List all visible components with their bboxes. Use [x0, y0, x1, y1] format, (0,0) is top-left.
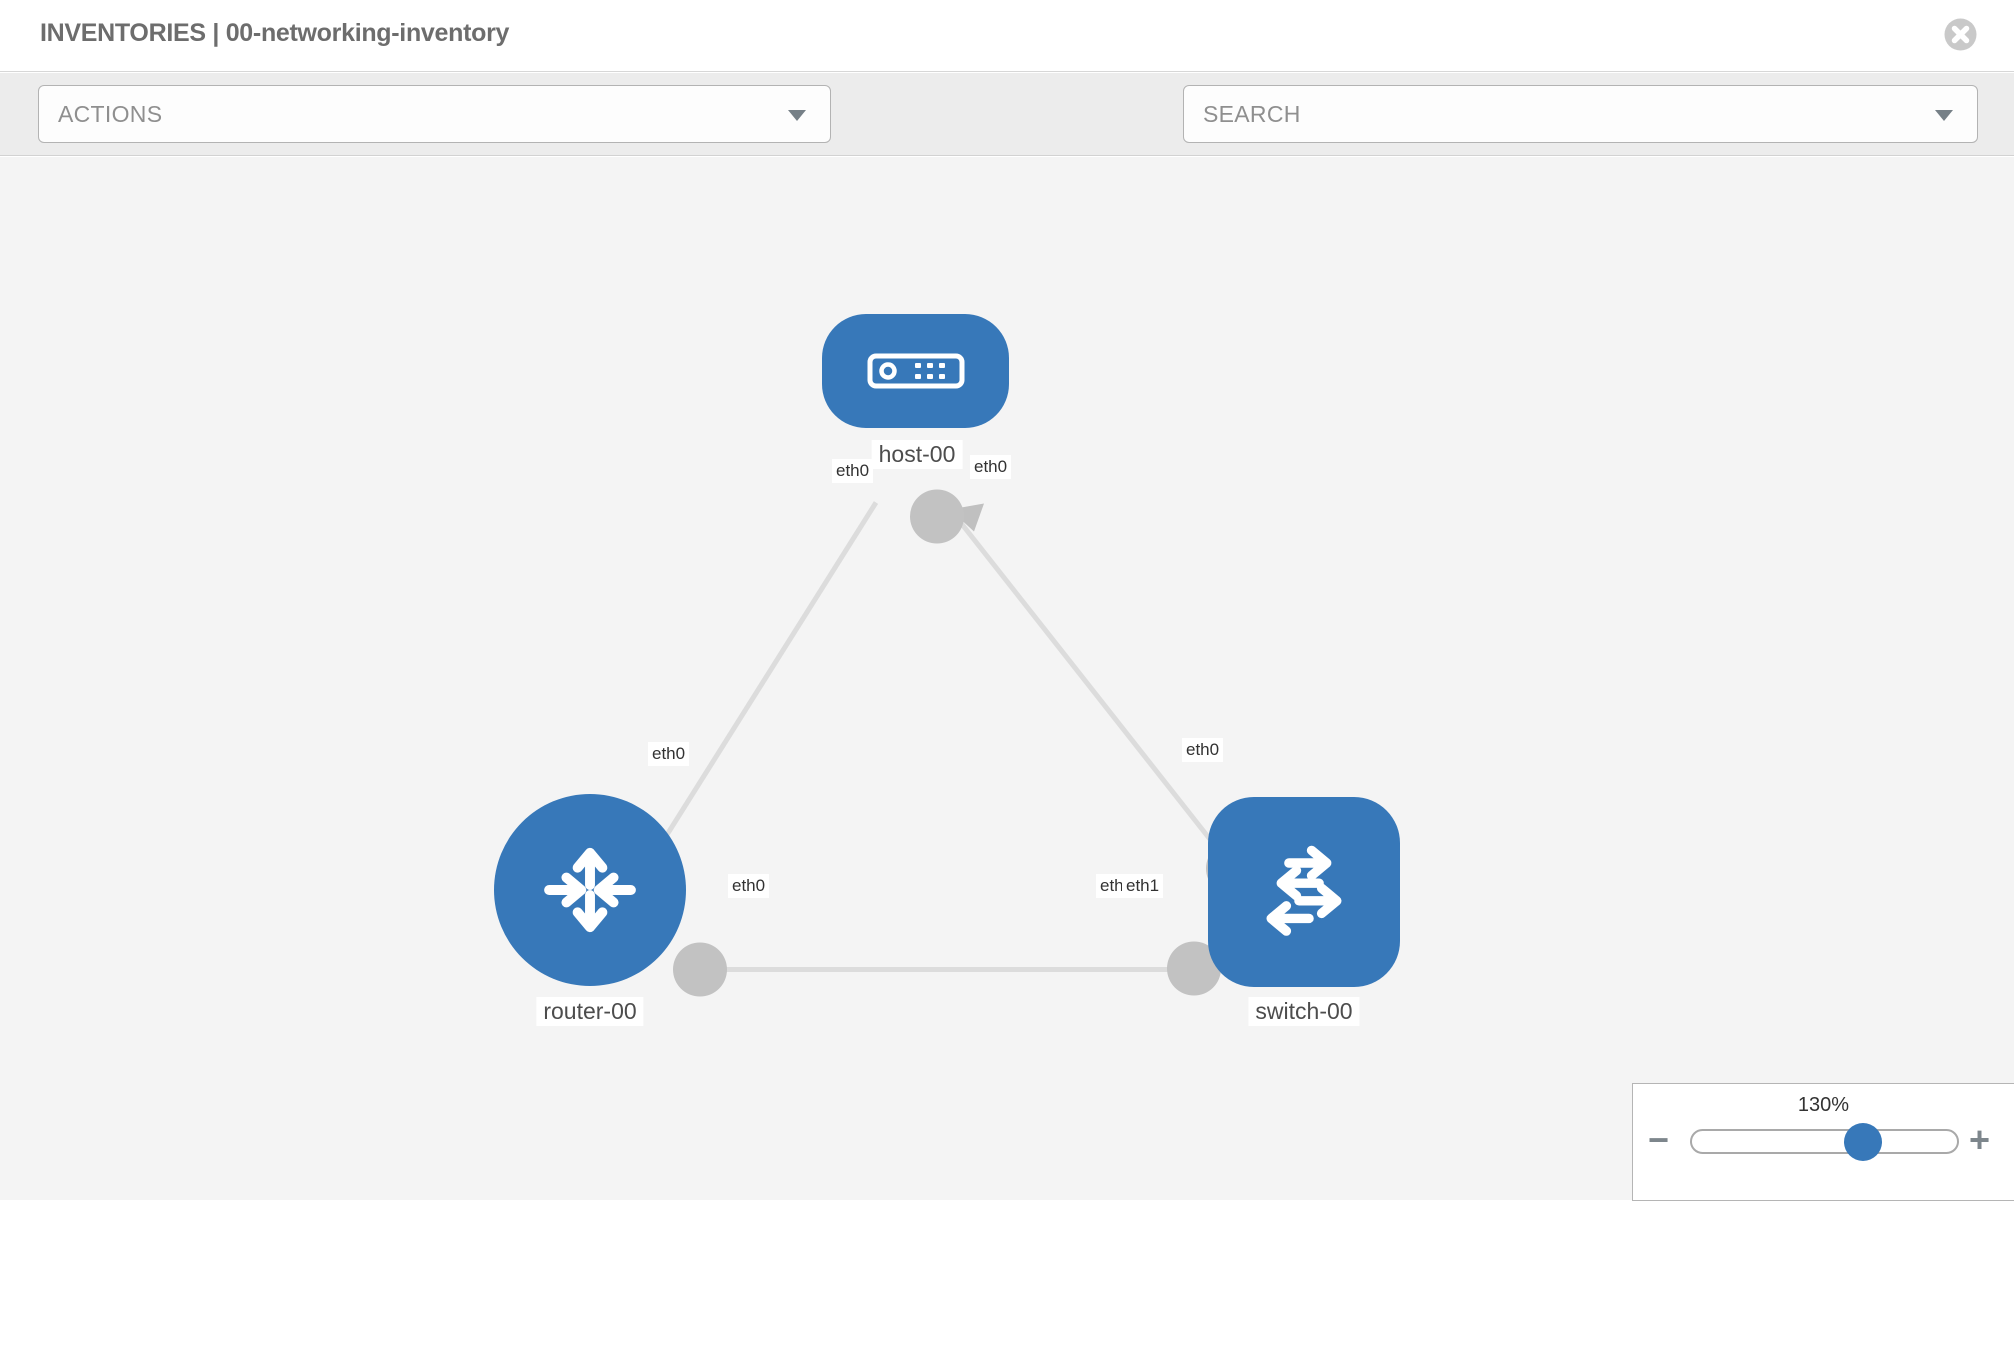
node-label-router: router-00: [536, 997, 644, 1026]
router-icon: [544, 847, 636, 933]
zoom-slider-thumb[interactable]: [1844, 1123, 1882, 1161]
search-dropdown[interactable]: SEARCH: [1183, 85, 1978, 143]
if-label-switch-top: eth0: [1182, 738, 1224, 763]
zoom-in-button[interactable]: +: [1969, 1119, 1991, 1160]
panel-header: INVENTORIES | 00-networking-inventory: [0, 0, 2014, 72]
if-label-switch-left-front: eth1: [1122, 874, 1164, 899]
close-button[interactable]: [1944, 18, 1977, 51]
if-label-host-left: eth0: [832, 459, 874, 484]
node-label-switch: switch-00: [1248, 997, 1360, 1026]
node-switch-00[interactable]: [1208, 797, 1400, 987]
switch-icon: [1266, 845, 1342, 936]
interface-bubble-host: [910, 489, 964, 544]
node-router-00[interactable]: [494, 794, 686, 986]
chevron-down-icon: [1935, 110, 1953, 121]
link-host-switch: [946, 504, 1235, 871]
zoom-level: 130%: [1797, 1094, 1850, 1116]
search-dropdown-label: SEARCH: [1203, 100, 1301, 127]
host-icon: [867, 353, 964, 389]
if-label-host-right: eth0: [970, 455, 1012, 480]
close-icon: [1944, 18, 1977, 51]
actions-dropdown[interactable]: ACTIONS: [38, 85, 831, 143]
node-host-00[interactable]: [822, 314, 1009, 428]
interface-bubble-switch-left: [1167, 941, 1221, 996]
if-label-router-right: eth0: [728, 874, 770, 899]
topology-canvas[interactable]: [0, 157, 2014, 1200]
actions-dropdown-label: ACTIONS: [58, 100, 163, 127]
if-label-router-top: eth0: [648, 742, 690, 767]
node-label-host: host-00: [871, 440, 963, 469]
toolbar: ACTIONS SEARCH: [0, 73, 2014, 206]
zoom-slider-track[interactable]: [1690, 1129, 1959, 1154]
zoom-panel: 130% − +: [1632, 1083, 2014, 1201]
page-title: INVENTORIES | 00-networking-inventory: [40, 19, 510, 47]
interface-bubble-router: [673, 942, 727, 997]
link-host-router: [627, 501, 879, 895]
edges-layer: [627, 489, 1260, 997]
zoom-out-button[interactable]: −: [1648, 1119, 1670, 1160]
chevron-down-icon: [788, 110, 806, 121]
